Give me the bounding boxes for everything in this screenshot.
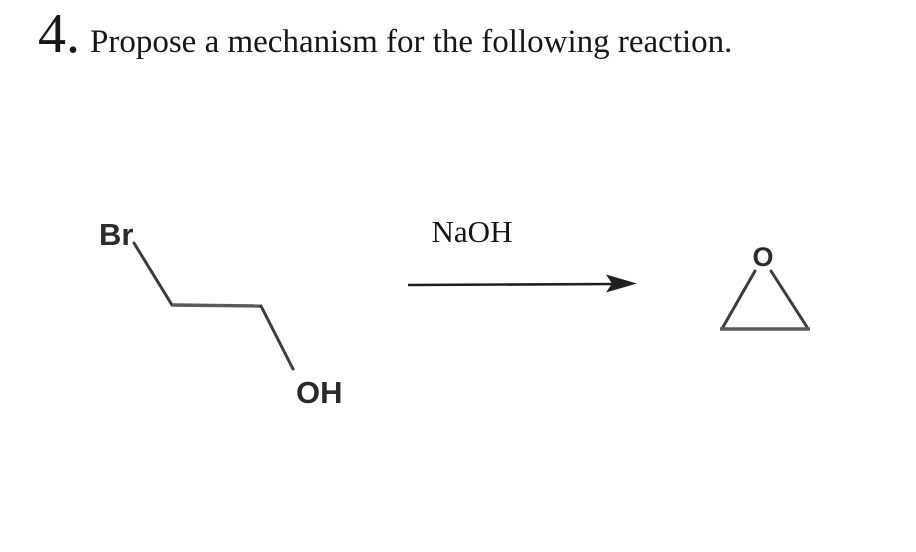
product-structure: O xyxy=(720,242,810,331)
ring-bond-o-c2 xyxy=(769,269,809,329)
reaction-arrow-shaft xyxy=(407,282,615,287)
reaction-conditions: NaOH xyxy=(407,214,637,293)
hydroxyl-group-label: OH xyxy=(296,375,343,410)
question-title: Propose a mechanism for the following re… xyxy=(90,24,733,60)
bromine-atom-label: Br xyxy=(99,217,133,252)
question-number: 4. xyxy=(38,3,80,65)
question-header: 4. Propose a mechanism for the following … xyxy=(38,6,732,62)
bond-c2-oh xyxy=(259,304,295,371)
reaction-arrow-head xyxy=(606,274,637,293)
reagent-label: NaOH xyxy=(432,214,513,249)
ring-bond-o-c1 xyxy=(721,269,757,329)
reactant-structure: Br OH xyxy=(99,217,343,410)
bond-c1-c2 xyxy=(171,303,262,308)
bond-br-c1 xyxy=(132,241,174,307)
ring-oxygen-atom-label: O xyxy=(752,242,773,272)
